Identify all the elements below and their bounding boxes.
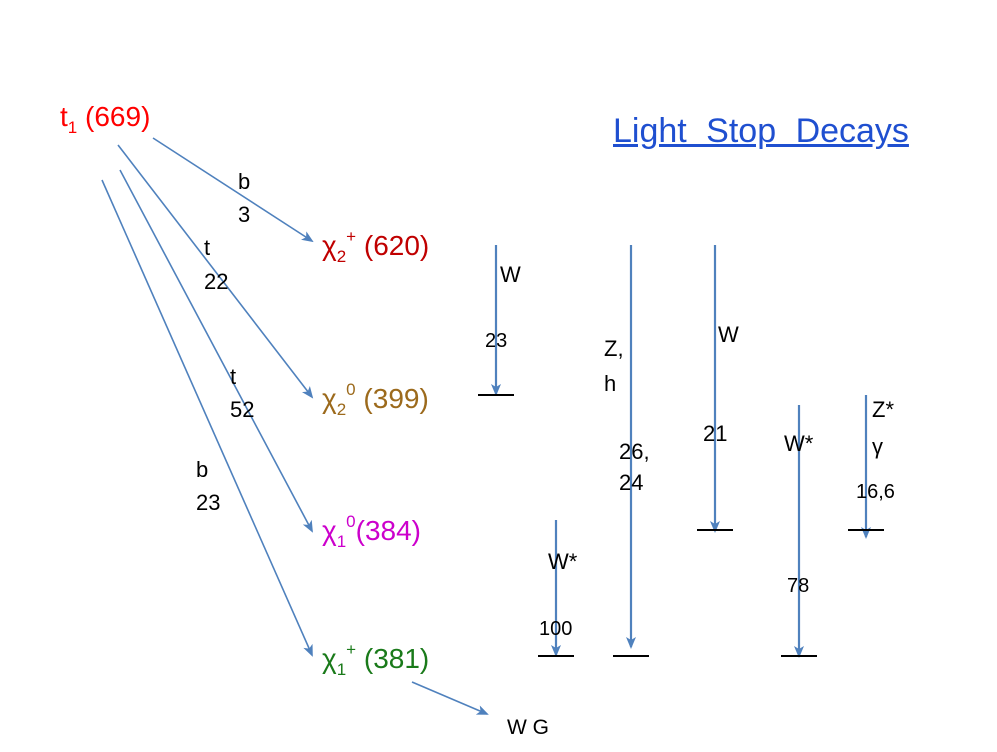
chi1plus-state-label: χ1+ (381) <box>322 641 430 678</box>
chi20-mass: (399) <box>363 383 429 414</box>
chi10-mass: (384) <box>355 515 422 546</box>
cascade-wstar-label-1: W* <box>784 431 814 456</box>
chi10-superscript: 0 <box>346 512 356 531</box>
cascade-zstar-label: Z* <box>872 397 894 422</box>
chi10-subscript: 1 <box>336 532 347 551</box>
cascade-br-100: 100 <box>539 618 573 640</box>
stop-to-chi20-arrow <box>117 144 314 399</box>
chi2plus-superscript: + <box>346 227 357 246</box>
stop-mass: (669) <box>85 101 151 132</box>
chi20-symbol: χ <box>322 383 337 414</box>
chi20-subscript: 2 <box>336 400 347 419</box>
chi1plus-subscript: 1 <box>336 660 347 679</box>
cascade-w-label-2: W <box>718 322 739 347</box>
stop-subscript: 1 <box>67 118 78 137</box>
stop-state-label: t1 (669) <box>60 101 151 137</box>
decay4-br: 23 <box>196 490 221 515</box>
chi1plus-to-wg-arrow <box>411 681 489 715</box>
chi10-symbol: χ <box>322 515 337 546</box>
cascade-gamma-label: γ <box>872 434 883 459</box>
chi2plus-subscript: 2 <box>336 247 347 266</box>
stop-to-chi10-arrow <box>119 169 313 533</box>
cascade-br-21: 21 <box>703 421 728 446</box>
stop-symbol: t <box>60 101 68 132</box>
cascade-br-16-6: 16,6 <box>856 481 895 503</box>
cascade-br-24: 24 <box>619 470 644 495</box>
decay1-particle: b <box>238 169 251 194</box>
decay3-particle: t <box>230 364 237 389</box>
final-decay-products: W G <box>507 716 549 739</box>
cascade-h-label: h <box>604 371 617 396</box>
chi10-state-label: χ10(384) <box>322 513 422 550</box>
stop-to-chi1plus-arrow <box>101 179 313 657</box>
chi1plus-symbol: χ <box>322 643 337 674</box>
decay3-br: 52 <box>230 397 255 422</box>
decay2-particle: t <box>204 235 211 260</box>
decay1-br: 3 <box>238 202 251 227</box>
cascade-z-label: Z, <box>604 336 624 361</box>
chi2plus-mass: (620) <box>363 230 430 261</box>
decay4-particle: b <box>196 457 209 482</box>
cascade-br-78: 78 <box>787 575 810 597</box>
cascade-wstar-label-2: W* <box>548 549 578 574</box>
chi1plus-superscript: + <box>346 640 357 659</box>
diagram-title: Light Stop Decays <box>613 112 909 150</box>
chi1plus-mass: (381) <box>363 643 430 674</box>
stop-to-chi2plus-arrow <box>152 137 314 243</box>
chi2plus-state-label: χ2+ (620) <box>322 228 430 265</box>
chi2plus-symbol: χ <box>322 230 337 261</box>
cascade-w-label-1: W <box>500 262 521 287</box>
cascade-br-26: 26, <box>619 439 650 464</box>
chi20-state-label: χ20 (399) <box>322 381 429 418</box>
decay2-br: 22 <box>204 269 229 294</box>
cascade-br-23: 23 <box>485 330 508 352</box>
chi20-superscript: 0 <box>346 380 356 399</box>
